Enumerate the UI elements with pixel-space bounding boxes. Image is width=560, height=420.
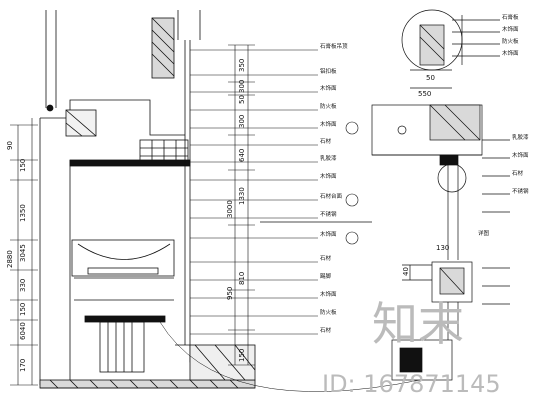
column-dim-label: 350 <box>238 59 246 72</box>
detail-curve-leader <box>159 321 421 392</box>
left-dim-label: 330 <box>19 279 27 292</box>
left-dim-label: 6040 <box>19 322 27 340</box>
column-dim-label: 1330 <box>238 187 246 205</box>
material-tag: 乳胶漆 <box>320 154 337 162</box>
column-dim-label: 300 <box>238 115 246 128</box>
top-detail-tags: 石膏板 木饰面 防火板 木饰面 <box>502 13 519 57</box>
watermark-id-text: ID: 167871145 <box>322 370 501 398</box>
detail-tag: 不锈钢 <box>512 187 529 195</box>
left-dim-label: 170 <box>19 359 27 372</box>
column-dim-label: 3000 <box>226 200 234 218</box>
column-dim-label: 300 <box>238 80 246 93</box>
left-dim-label: 1350 <box>19 204 27 222</box>
material-tag: 铝扣板 <box>320 67 337 75</box>
main-material-tags: 石膏板吊顶 铝扣板 木饰面 防火板 木饰面 石材 乳胶漆 木饰面 石材台面 不锈… <box>320 42 348 334</box>
detail-tag: 石材 <box>512 169 524 177</box>
watermark-logo-text: 知末 <box>372 297 464 351</box>
column-dim-label: 50 <box>238 95 246 104</box>
column-dim-label: 640 <box>238 149 246 162</box>
column-dim-label: 150 <box>238 349 246 362</box>
callout-balloons <box>345 121 359 245</box>
material-tag: 木饰面 <box>320 120 337 128</box>
column-dimension-labels: 350 300 50 300 640 1330 3000 810 950 150 <box>226 59 246 362</box>
column-dim-label: 810 <box>238 272 246 285</box>
material-tag: 防火板 <box>320 308 337 316</box>
detail-dim-label: 550 <box>418 90 431 98</box>
left-dimension-labels: 90 150 1350 2880 3045 330 150 6040 170 <box>6 141 27 372</box>
material-tag: 石材 <box>320 137 332 145</box>
column-dimension-string <box>228 44 255 366</box>
detail-dim-label: 130 <box>436 244 449 252</box>
detail-callout-tag: 详图 <box>478 229 490 237</box>
material-tag: 木饰面 <box>320 290 337 298</box>
material-tag: 木饰面 <box>320 230 337 238</box>
detail-tag: 防火板 <box>502 37 519 45</box>
material-tag: 木饰面 <box>320 172 337 180</box>
detail-tag: 乳胶漆 <box>512 133 529 141</box>
watermark: 知末 ID: 167871145 <box>322 297 501 398</box>
material-tag: 石材台面 <box>320 192 343 200</box>
column-dim-label: 950 <box>226 287 234 300</box>
right-detail-dims: 130 40 <box>402 244 449 276</box>
left-dimension-string <box>10 118 38 386</box>
left-dim-label: 150 <box>19 303 27 316</box>
material-tag: 石材 <box>320 326 332 334</box>
material-tag: 不锈钢 <box>320 210 337 218</box>
material-tag: 石膏板吊顶 <box>320 42 348 50</box>
left-dim-label: 90 <box>6 141 14 150</box>
right-detail-section <box>260 104 510 381</box>
main-section-outline <box>39 10 256 389</box>
material-tag: 防火板 <box>320 102 337 110</box>
left-dim-label: 3045 <box>19 244 27 262</box>
top-detail-dims: 50 550 <box>418 74 435 98</box>
left-dim-label: 150 <box>19 159 27 172</box>
right-detail-tags: 乳胶漆 木饰面 石材 不锈钢 详图 <box>478 133 529 237</box>
material-tag: 石材 <box>320 254 332 262</box>
detail-tag: 石膏板 <box>502 13 519 21</box>
detail-tag: 木饰面 <box>512 151 529 159</box>
material-tag: 踢脚 <box>320 272 332 280</box>
detail-tag: 木饰面 <box>502 25 519 33</box>
material-tag: 木饰面 <box>320 84 337 92</box>
detail-dim-label: 50 <box>426 74 435 82</box>
left-dim-label: 2880 <box>6 250 14 268</box>
detail-dim-label: 40 <box>402 267 410 276</box>
leader-lines <box>190 49 318 335</box>
detail-tag: 木饰面 <box>502 49 519 57</box>
top-detail <box>401 9 500 89</box>
